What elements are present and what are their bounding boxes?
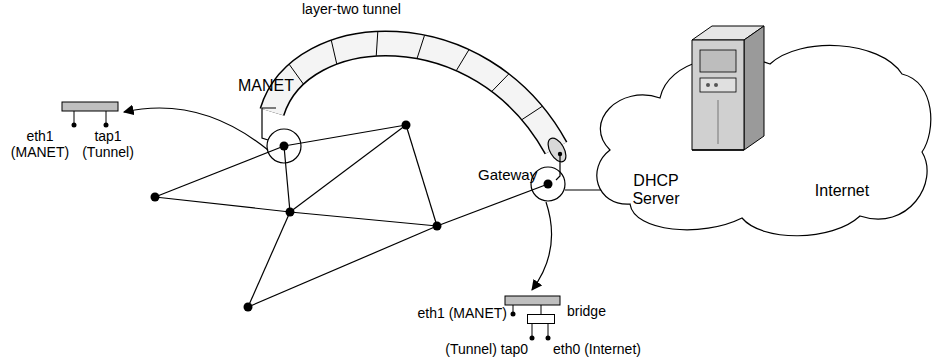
- tunnel-label: layer-two tunnel: [302, 1, 401, 17]
- node-text: DHCP Server: [625, 172, 687, 209]
- tunnel-tube: [272, 32, 570, 165]
- interface-left: [62, 102, 118, 128]
- highlight-circles: [267, 129, 565, 201]
- tunnel-segment: [456, 50, 468, 71]
- cloud-outline: [590, 45, 935, 245]
- interface-label: tap1 (Tunnel): [73, 128, 143, 160]
- interface-label: eth1 (MANET): [418, 305, 507, 321]
- interface-label: (Tunnel) tap0: [445, 341, 528, 357]
- tunnel-segment: [331, 40, 336, 64]
- manet-links: [155, 125, 548, 307]
- interface-label: eth1 (MANET): [5, 128, 75, 160]
- tunnel-segment: [492, 74, 509, 91]
- tunnel-segment: [376, 32, 378, 56]
- interface-gateway: [505, 296, 560, 341]
- tunnel-segment: [417, 35, 424, 58]
- node-text: Internet: [815, 182, 869, 200]
- network-label: MANET: [238, 77, 294, 95]
- node-text: bridge: [567, 303, 606, 319]
- bridge-box: bridge: [527, 314, 555, 324]
- interface-label: eth0 (Internet): [553, 341, 641, 357]
- internet-cloud: DHCP Server Internet: [590, 45, 935, 245]
- gateway-label: Gateway: [478, 166, 537, 183]
- leader-lines: [124, 108, 612, 290]
- tunnel-segment: [522, 106, 542, 119]
- manet-nodes: [151, 121, 553, 312]
